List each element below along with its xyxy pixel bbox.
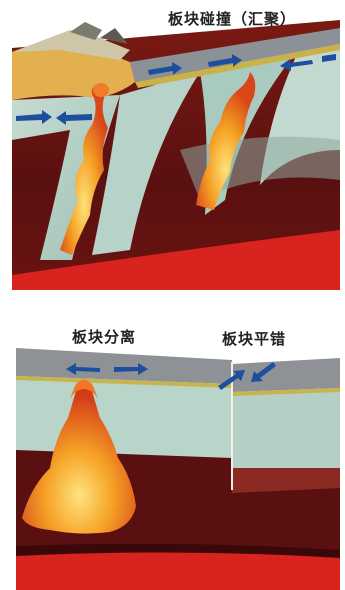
core-band bbox=[12, 230, 340, 290]
ocean-surface-left bbox=[16, 348, 232, 384]
arrow-diagonal-icon bbox=[218, 370, 245, 390]
arrow-right-icon bbox=[114, 363, 148, 375]
collision-panel: 板块碰撞（汇聚） bbox=[12, 10, 340, 290]
arrow-left-icon bbox=[56, 111, 92, 125]
magma-plume-right bbox=[196, 72, 256, 210]
mountain-peak bbox=[70, 22, 102, 40]
divergent-transform-panel: 板块分离 板块平错 bbox=[0, 318, 345, 590]
ocean-surface bbox=[130, 28, 340, 82]
plate-arrows bbox=[66, 362, 276, 390]
core-band bbox=[16, 550, 340, 590]
arrow-right-icon bbox=[16, 110, 52, 124]
magma-plume bbox=[22, 381, 136, 534]
arrow-left-icon bbox=[66, 363, 100, 375]
crust-left bbox=[16, 376, 232, 458]
ocean-surface-right bbox=[232, 358, 340, 392]
transform-label: 板块平错 bbox=[222, 330, 287, 348]
ridge-vent bbox=[70, 380, 98, 398]
mountain-peak-2 bbox=[100, 28, 128, 44]
arrow-right-icon bbox=[322, 54, 336, 62]
core-boundary bbox=[16, 543, 340, 558]
arrow-left-icon bbox=[280, 59, 313, 71]
collision-label: 板块碰撞（汇聚） bbox=[168, 10, 297, 28]
mountains bbox=[12, 30, 130, 60]
arrow-diagonal-icon bbox=[251, 362, 276, 382]
volcano-vent bbox=[93, 83, 109, 97]
mantle-upper-right bbox=[232, 468, 340, 493]
surface-edge bbox=[135, 44, 340, 88]
divergent-transform-diagram bbox=[16, 348, 340, 590]
crust-edge-right bbox=[232, 388, 340, 396]
divergent-label: 板块分离 bbox=[72, 328, 137, 346]
collision-diagram bbox=[12, 20, 340, 290]
plate-arrows bbox=[16, 54, 336, 125]
arrow-right-icon bbox=[208, 54, 242, 67]
subducting-slab-left bbox=[92, 72, 200, 255]
crust-right bbox=[232, 388, 340, 468]
crust-edge-left bbox=[16, 376, 232, 388]
arrow-right-icon bbox=[148, 62, 182, 75]
magma-plume-left bbox=[60, 84, 108, 255]
